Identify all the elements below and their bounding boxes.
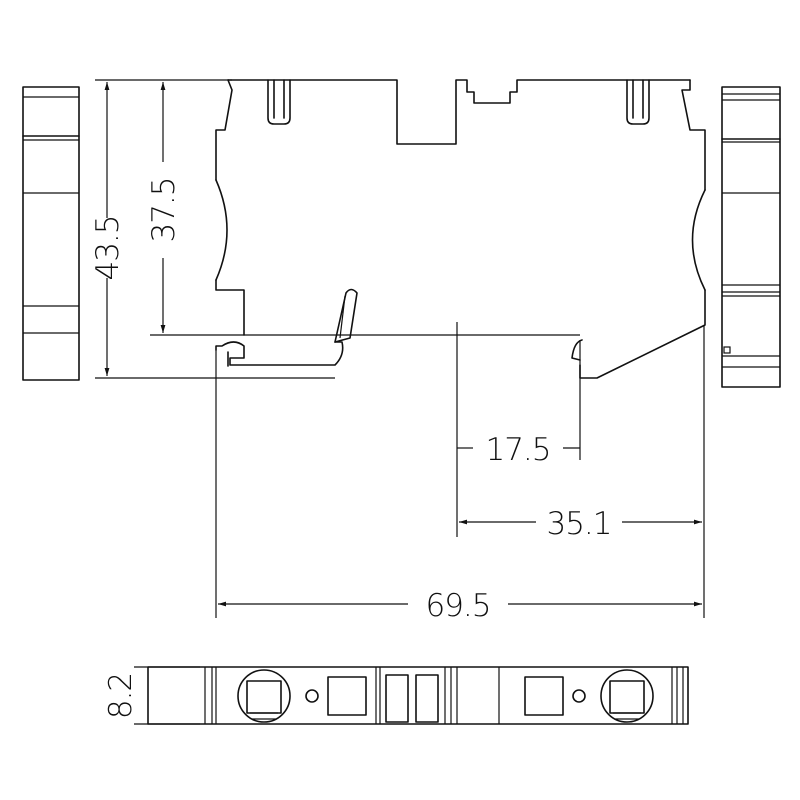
dim-thickness: 8.2 — [103, 673, 139, 719]
dim-height-overall: 43.5 — [90, 215, 126, 280]
left-end-view — [22, 86, 80, 381]
dim-width-overall: 69.5 — [425, 588, 490, 624]
right-end-view — [721, 86, 781, 388]
main-side-view — [215, 79, 706, 379]
dim-depth-half: 17.5 — [485, 432, 550, 468]
dim-depth-offset: 35.1 — [546, 506, 611, 542]
dimension-lines — [95, 79, 705, 725]
top-view — [147, 666, 689, 725]
dim-height-rail: 37.5 — [146, 177, 182, 242]
dimension-labels: 43.5 37.5 17.5 35.1 69.5 8.2 — [90, 177, 613, 719]
